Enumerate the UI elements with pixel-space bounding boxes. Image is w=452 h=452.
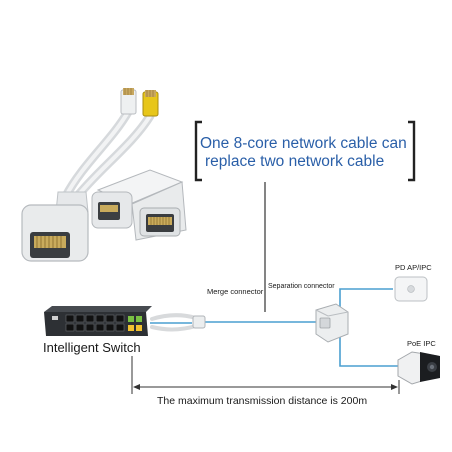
pd-device-label: PD AP/IPC — [395, 263, 432, 272]
poe-device-label: PoE IPC — [407, 339, 436, 348]
headline-callout: One 8-core network cable can replace two… — [200, 135, 420, 171]
y-splitter-cable — [21, 88, 159, 262]
pd-access-point-icon — [394, 276, 428, 302]
rj45-plug-white — [120, 88, 137, 115]
separation-connector-icon — [315, 303, 349, 343]
separation-connector-label: Separation connector — [268, 283, 335, 290]
switch-label: Intelligent Switch — [43, 340, 141, 355]
headline-line-1: One 8-core network cable can — [200, 135, 407, 152]
headline-bracket — [194, 120, 416, 312]
network-switch-icon — [44, 306, 152, 336]
network-cables — [150, 288, 398, 367]
distance-label: The maximum transmission distance is 200… — [157, 395, 368, 407]
arrow-right-icon — [391, 384, 398, 390]
switch-ports — [65, 314, 142, 332]
merge-connector-icon — [150, 313, 206, 332]
branch-cable-poe — [339, 330, 398, 367]
distance-dimension-line — [131, 356, 400, 394]
poe-ip-camera-icon — [397, 351, 440, 385]
t-splitter-adapter — [91, 169, 187, 241]
merge-connector-label: Merge connector — [207, 287, 264, 296]
branch-cable-pd — [339, 288, 393, 312]
rj45-plug-yellow — [142, 90, 159, 117]
headline-line-2: replace two network cable — [205, 153, 385, 170]
arrow-left-icon — [133, 384, 140, 390]
